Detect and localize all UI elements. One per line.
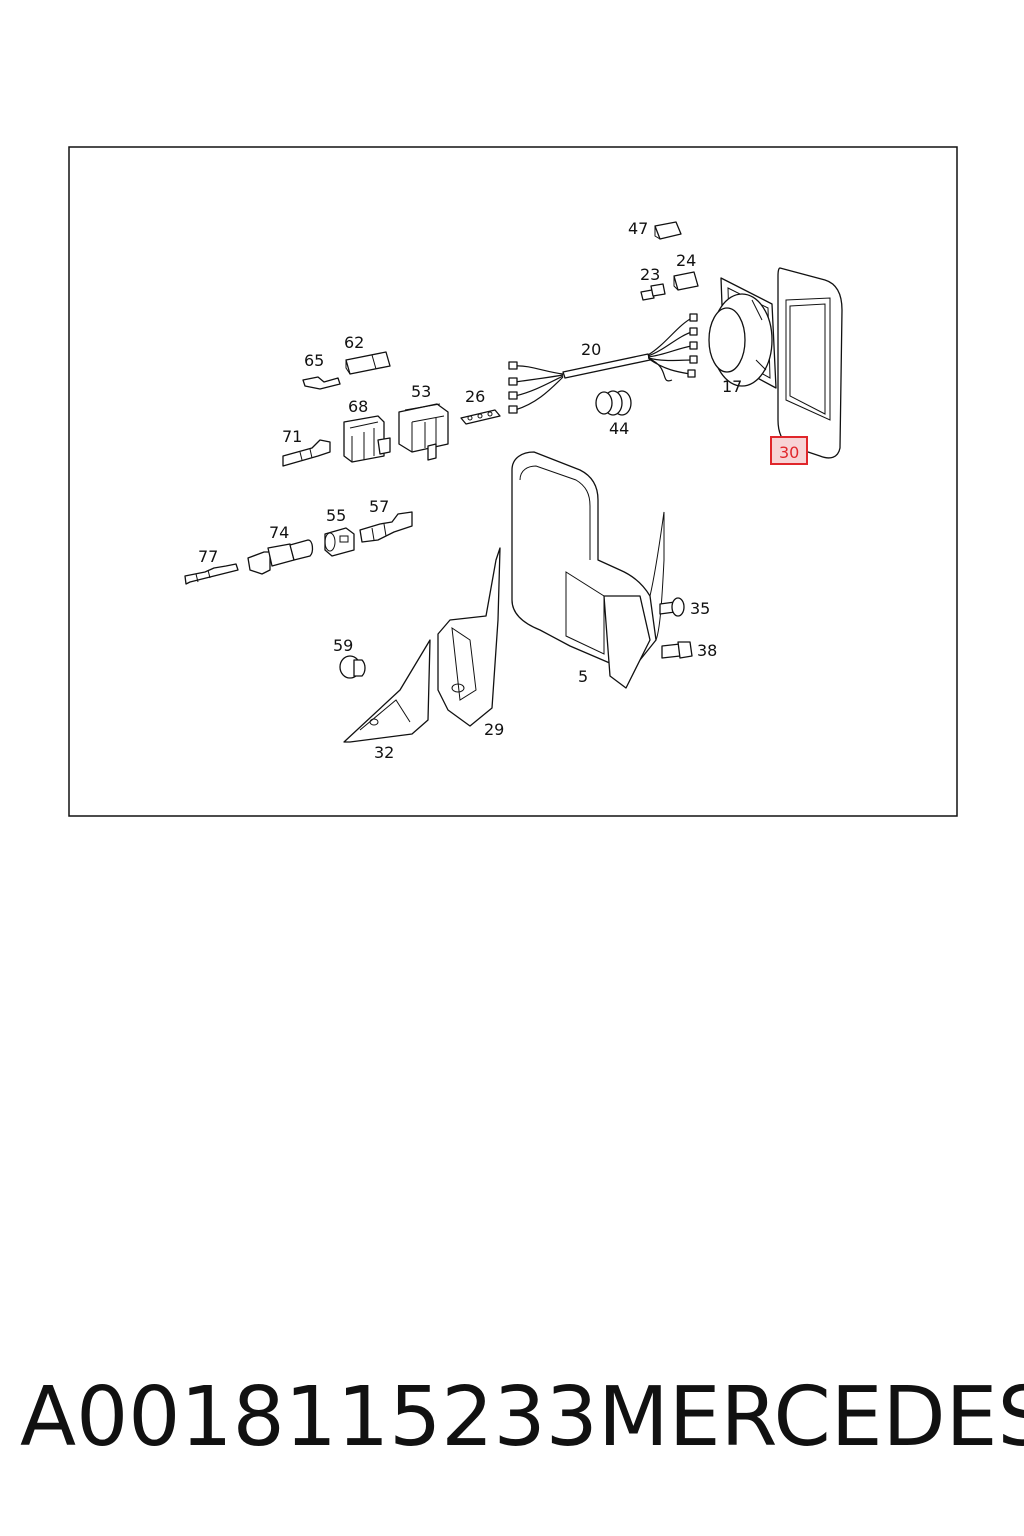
callout-65: 65 xyxy=(304,351,324,370)
part-30-mirror-glass[interactable] xyxy=(777,267,843,459)
callout-17: 17 xyxy=(722,377,742,396)
callout-57: 57 xyxy=(369,497,389,516)
part-74-plug[interactable] xyxy=(247,539,314,575)
callout-29: 29 xyxy=(484,720,504,739)
highlight-box-30 xyxy=(770,436,808,465)
part-55-connector[interactable] xyxy=(324,527,355,557)
callout-44: 44 xyxy=(609,419,629,438)
callout-53: 53 xyxy=(411,382,431,401)
part-17-mirror-motor[interactable] xyxy=(708,277,777,389)
callout-5: 5 xyxy=(578,667,588,686)
part-23-terminal[interactable] xyxy=(640,283,666,301)
brand-name: MERCEDES xyxy=(598,1370,1024,1465)
callout-35: 35 xyxy=(690,599,710,618)
callout-26: 26 xyxy=(465,387,485,406)
callout-38: 38 xyxy=(697,641,717,660)
callout-55: 55 xyxy=(326,506,346,525)
part-53-connector-block[interactable] xyxy=(398,403,449,461)
part-info-footer: A0018115233 MERCEDES xyxy=(20,1370,1024,1470)
callout-24: 24 xyxy=(676,251,696,270)
part-26-terminal[interactable] xyxy=(460,409,501,425)
callout-71: 71 xyxy=(282,427,302,446)
callout-30: 30 xyxy=(779,443,799,462)
part-71-contact[interactable] xyxy=(282,439,331,467)
part-number: A0018115233 xyxy=(20,1370,598,1465)
part-44-grommet[interactable] xyxy=(595,390,632,416)
part-35-screw[interactable] xyxy=(659,597,685,617)
part-24-connector[interactable] xyxy=(673,271,699,291)
part-65-pin[interactable] xyxy=(302,376,341,390)
callout-68: 68 xyxy=(348,397,368,416)
part-68-connector-housing[interactable] xyxy=(343,415,391,463)
part-20-wiring-harness[interactable] xyxy=(508,313,698,414)
callout-74: 74 xyxy=(269,523,289,542)
part-5-mirror-housing[interactable] xyxy=(511,451,665,689)
diagram-frame xyxy=(68,146,958,817)
callout-20: 20 xyxy=(581,340,601,359)
part-62-connector[interactable] xyxy=(345,351,391,375)
part-59-cap-plug[interactable] xyxy=(339,655,366,679)
part-29-cover-panel[interactable] xyxy=(437,547,501,727)
callout-32: 32 xyxy=(374,743,394,762)
part-38-bolt[interactable] xyxy=(661,641,693,659)
part-77-terminal[interactable] xyxy=(184,563,239,585)
callout-47: 47 xyxy=(628,219,648,238)
part-32-trim[interactable] xyxy=(343,639,431,743)
callout-77: 77 xyxy=(198,547,218,566)
callout-23: 23 xyxy=(640,265,660,284)
callout-62: 62 xyxy=(344,333,364,352)
part-57-contact[interactable] xyxy=(359,511,413,543)
part-47-clip[interactable] xyxy=(654,221,682,240)
callout-59: 59 xyxy=(333,636,353,655)
